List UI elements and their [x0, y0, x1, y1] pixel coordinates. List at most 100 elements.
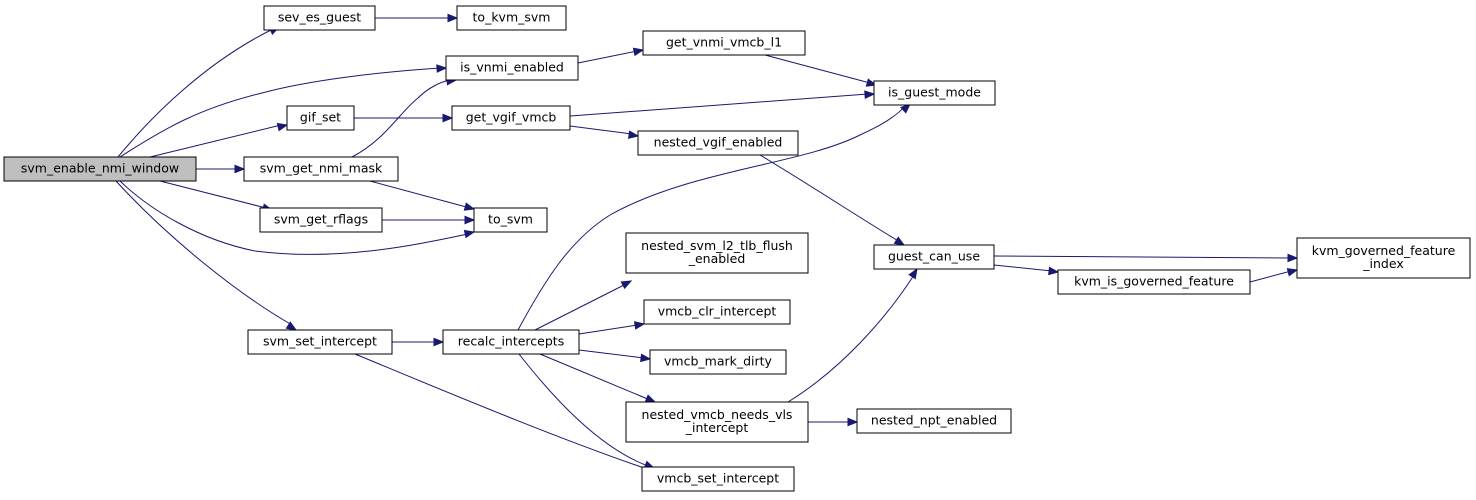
edge-guest_can_use-to-kvm_governed_feature_index: [993, 253, 1299, 263]
edge-line: [577, 50, 638, 64]
node-box: [625, 232, 809, 274]
edge-svm_get_nmi_mask-to-to_svm: [369, 180, 476, 211]
node-kvm-governed-feature-index[interactable]: kvm_governed_feature_index: [1296, 237, 1471, 279]
node-box: [473, 207, 548, 233]
node-label: vmcb_set_intercept: [657, 471, 779, 486]
function-nodes: svm_enable_nmi_window sev_es_guest to_kvm_…: [3, 5, 1471, 492]
node-box: [641, 466, 795, 492]
node-label: is_guest_mode: [888, 85, 981, 100]
arrowhead: [620, 280, 633, 290]
node-box: [649, 349, 787, 375]
node-label: svm_get_nmi_mask: [260, 161, 383, 176]
edge-line: [787, 274, 915, 403]
edge-kvm_is_governed_feature-to-kvm_governed_feature_index: [1249, 268, 1299, 283]
node-label: vmcb_clr_intercept: [658, 304, 777, 319]
edge-nested_vgif_enabled-to-guest_can_use: [759, 154, 906, 246]
edge-line: [159, 180, 267, 209]
edge-line: [993, 255, 1292, 259]
node-svm-get-nmi-mask[interactable]: svm_get_nmi_mask: [243, 156, 399, 182]
edge-sev_es_guest-to-to_kvm_svm: [375, 13, 459, 23]
node-label: vmcb_mark_dirty: [664, 354, 773, 369]
node-label: svm_get_rflags: [274, 212, 368, 227]
node-svm-enable-nmi-window[interactable]: svm_enable_nmi_window: [3, 156, 197, 182]
call-edges: [115, 13, 1299, 476]
edge-svm_get_nmi_mask-to-is_vnmi_enabled: [351, 76, 458, 158]
node-to-kvm-svm[interactable]: to_kvm_svm: [456, 5, 567, 31]
node-label: gif_set: [300, 110, 341, 125]
arrowhead: [463, 202, 476, 211]
node-to-svm[interactable]: to_svm: [473, 207, 548, 233]
edge-recalc_intercepts-to-is_guest_mode: [517, 103, 911, 331]
edge-recalc_intercepts-to-vmcb_mark_dirty: [578, 349, 652, 363]
node-box: [873, 80, 996, 106]
edge-line: [539, 353, 651, 401]
node-nested-vmcb-needs-vls-intercept[interactable]: nested_vmcb_needs_vls_intercept: [625, 401, 809, 443]
node-box: [451, 105, 571, 131]
edge-line: [517, 104, 907, 331]
arrowhead: [864, 90, 876, 100]
edge-svm_get_rflags-to-to_svm: [382, 215, 476, 225]
arrowhead: [442, 113, 454, 123]
edge-line: [578, 349, 645, 359]
arrowhead: [1287, 253, 1299, 263]
node-box: [3, 156, 197, 182]
edge-recalc_intercepts-to-nested_svm_l2_tlb_flush_enabled: [534, 280, 633, 331]
node-label: svm_enable_nmi_window: [21, 161, 179, 176]
node-vmcb-clr-intercept[interactable]: vmcb_clr_intercept: [643, 299, 791, 325]
edge-recalc_intercepts-to-vmcb_clr_intercept: [578, 321, 646, 335]
edge-get_vnmi_vmcb_l1-to-is_guest_mode: [764, 54, 878, 87]
node-box: [1057, 269, 1251, 295]
node-nested-vgif-enabled[interactable]: nested_vgif_enabled: [637, 130, 799, 156]
node-box: [456, 5, 567, 31]
edge-line: [534, 283, 627, 331]
node-box: [442, 329, 580, 355]
node-kvm-is-governed-feature[interactable]: kvm_is_governed_feature: [1057, 269, 1251, 295]
node-svm-set-intercept[interactable]: svm_set_intercept: [247, 329, 393, 355]
node-box: [873, 244, 995, 270]
node-box: [625, 401, 809, 443]
edge-line: [764, 54, 871, 84]
node-label: sev_es_guest: [278, 10, 361, 25]
edge-line: [117, 27, 276, 158]
node-guest-can-use[interactable]: guest_can_use: [873, 244, 995, 270]
node-get-vgif-vmcb[interactable]: get_vgif_vmcb: [451, 105, 571, 131]
node-gif-set[interactable]: gif_set: [286, 105, 355, 131]
edge-svm_enable_nmi_window-to-is_vnmi_enabled: [119, 64, 448, 158]
edge-guest_can_use-to-kvm_is_governed_feature: [993, 264, 1060, 276]
edge-nested_vmcb_needs_vls_intercept-to-nested_npt_enabled: [808, 417, 859, 427]
node-is-vnmi-enabled[interactable]: is_vnmi_enabled: [445, 55, 579, 81]
edge-svm_enable_nmi_window-to-svm_set_intercept: [115, 180, 298, 331]
node-label: is_vnmi_enabled: [460, 60, 564, 75]
arrowhead: [285, 321, 298, 331]
node-nested-svm-l2-tlb-flush-enabled[interactable]: nested_svm_l2_tlb_flush_enabled: [625, 232, 809, 274]
node-label: recalc_intercepts: [458, 334, 564, 349]
arrowhead: [640, 353, 652, 363]
edge-line: [578, 324, 639, 335]
edge-line: [569, 125, 633, 135]
arrowhead: [447, 13, 459, 23]
node-label: nested_vgif_enabled: [654, 135, 783, 150]
node-is-guest-mode[interactable]: is_guest_mode: [873, 80, 996, 106]
edge-svm_enable_nmi_window-to-to_svm: [119, 180, 476, 255]
node-nested-npt-enabled[interactable]: nested_npt_enabled: [856, 408, 1012, 434]
edge-line: [759, 154, 901, 243]
edge-line: [351, 79, 451, 158]
node-get-vnmi-vmcb-l1[interactable]: get_vnmi_vmcb_l1: [642, 30, 806, 56]
edge-line: [518, 353, 649, 467]
node-vmcb-mark-dirty[interactable]: vmcb_mark_dirty: [649, 349, 787, 375]
node-label: kvm_governed_feature: [1312, 243, 1456, 258]
node-box: [856, 408, 1012, 434]
node-recalc-intercepts[interactable]: recalc_intercepts: [442, 329, 580, 355]
node-sev-es-guest[interactable]: sev_es_guest: [263, 5, 376, 31]
edge-recalc_intercepts-to-nested_vmcb_needs_vls_intercept: [539, 353, 657, 403]
arrowhead: [464, 215, 476, 225]
arrowhead: [463, 229, 476, 239]
edge-line: [354, 353, 657, 473]
node-label: get_vgif_vmcb: [466, 110, 557, 125]
edge-gif_set-to-get_vgif_vmcb: [354, 113, 454, 123]
node-svm-get-rflags[interactable]: svm_get_rflags: [259, 207, 383, 233]
node-vmcb-set-intercept[interactable]: vmcb_set_intercept: [641, 466, 795, 492]
arrowhead: [433, 337, 445, 347]
node-label: _enabled: [688, 251, 746, 266]
